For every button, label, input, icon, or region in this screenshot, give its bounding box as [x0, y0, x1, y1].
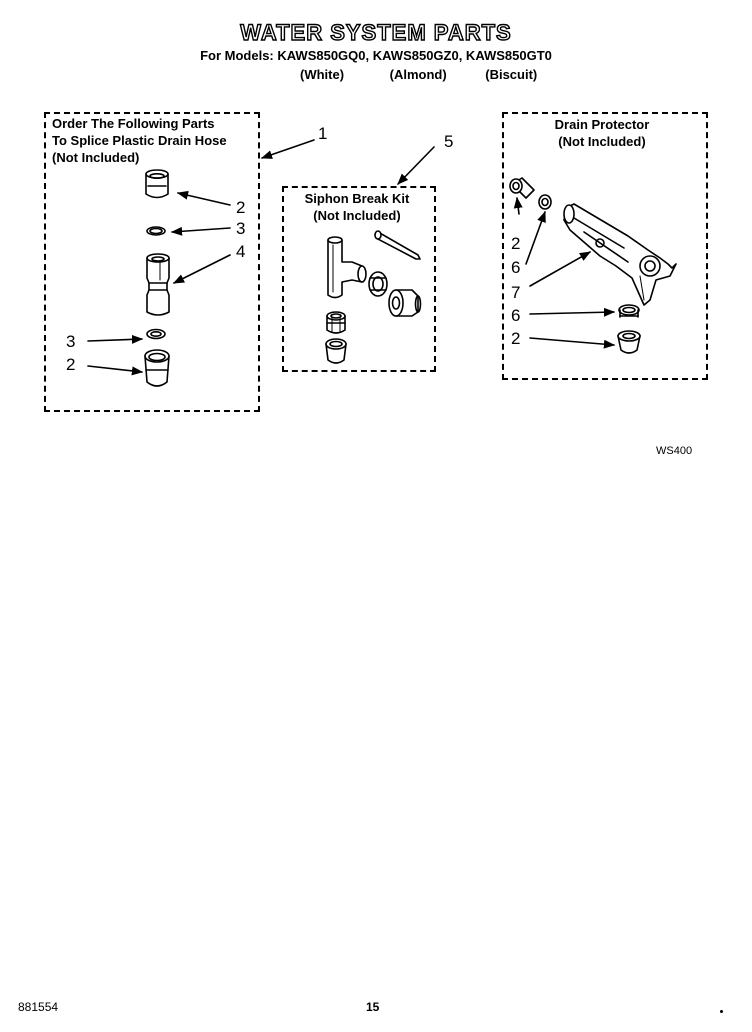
drain-protector-body-illustration — [563, 203, 677, 306]
color-white: (White) — [300, 67, 345, 82]
siphon-label-line2: (Not Included) — [313, 208, 401, 223]
document-number: 881554 — [18, 1000, 59, 1014]
color-list: (White) (Almond) (Biscuit) — [300, 67, 537, 82]
callout-line-1 — [260, 139, 315, 159]
callout-3-top: 3 — [236, 219, 246, 238]
diagram-reference: WS400 — [656, 445, 693, 457]
callout-6-drain-top: 6 — [511, 258, 521, 277]
drain-ring-bottom-illustration — [618, 304, 640, 318]
siphon-break-kit-box — [282, 186, 436, 372]
model-list: For Models: KAWS850GQ0, KAWS850GZ0, KAWS… — [200, 48, 552, 63]
callout-2-drain-top: 2 — [511, 234, 521, 253]
drain-box-label: Drain Protector (Not Included) — [540, 116, 664, 150]
callout-line-6-drain-bottom — [529, 307, 616, 317]
color-biscuit: (Biscuit) — [485, 67, 538, 82]
siphon-adapter-illustration — [388, 289, 422, 317]
callout-2-top: 2 — [236, 198, 246, 217]
siphon-cap-illustration — [325, 338, 347, 364]
callout-2-bottom: 2 — [66, 355, 76, 374]
callout-line-7 — [529, 251, 591, 287]
drain-protector-box — [502, 112, 708, 380]
callout-3-bottom: 3 — [66, 332, 76, 351]
siphon-box-label: Siphon Break Kit (Not Included) — [290, 190, 424, 224]
drain-coupling-bottom-illustration — [617, 330, 641, 354]
drain-label-line1: Drain Protector — [554, 117, 650, 132]
callout-line-6-drain-top — [525, 210, 546, 265]
callout-4: 4 — [236, 242, 246, 261]
drain-ring-top-illustration — [538, 194, 552, 210]
callout-line-5 — [397, 146, 435, 185]
siphon-nut-illustration — [368, 271, 388, 297]
splice-label-line2: To Splice Plastic Drain Hose — [52, 133, 227, 148]
callout-1: 1 — [318, 124, 328, 143]
callout-6-drain-bottom: 6 — [511, 306, 521, 325]
splice-box-label: Order The Following Parts To Splice Plas… — [50, 115, 229, 166]
splice-label-line1: Order The Following Parts — [52, 116, 215, 131]
ring-top-illustration — [146, 226, 166, 236]
callout-line-4 — [172, 254, 231, 284]
siphon-grommet-illustration — [326, 311, 346, 334]
callout-line-2-bottom — [87, 365, 144, 376]
coupling-bottom-illustration — [144, 349, 170, 387]
color-almond: (Almond) — [389, 67, 447, 82]
corner-mark — [720, 1010, 723, 1013]
callout-7: 7 — [511, 283, 521, 302]
callout-5: 5 — [444, 132, 454, 151]
callout-line-2-drain-bottom — [529, 337, 616, 349]
siphon-label-line1: Siphon Break Kit — [304, 191, 410, 206]
connector-illustration — [146, 253, 170, 316]
callout-line-2-drain-top — [513, 196, 523, 215]
splice-parts-box — [44, 112, 260, 412]
callout-line-2-top — [176, 190, 231, 206]
coupling-top-illustration — [145, 169, 169, 199]
splice-label-line3: (Not Included) — [52, 150, 140, 165]
page-title: WATER SYSTEM PARTS — [240, 19, 512, 45]
callout-line-3-top — [170, 226, 231, 236]
ring-bottom-illustration — [146, 328, 166, 340]
siphon-tee-illustration — [327, 236, 367, 299]
page-number: 15 — [366, 1000, 380, 1014]
siphon-pin-illustration — [374, 230, 421, 260]
callout-line-3-bottom — [87, 334, 144, 344]
drain-coupling-top-illustration — [509, 177, 535, 199]
callout-2-drain-bottom: 2 — [511, 329, 521, 348]
drain-label-line2: (Not Included) — [558, 134, 646, 149]
